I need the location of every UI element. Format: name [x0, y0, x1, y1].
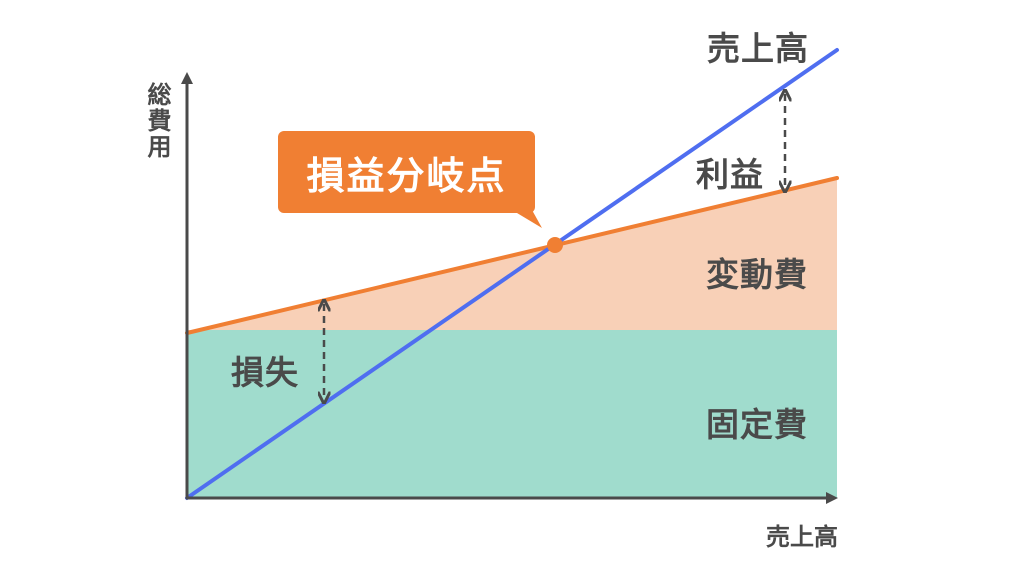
callout-tail — [512, 210, 542, 228]
break-even-point-marker — [547, 237, 563, 253]
total-cost-line — [185, 176, 839, 335]
fixed-cost-area — [187, 330, 837, 498]
variable-cost-label: 変動費 — [706, 255, 808, 294]
break-even-label: 損益分岐点 — [306, 153, 507, 198]
x-axis-label: 売上高 — [766, 523, 838, 551]
break-even-callout: 損益分岐点 — [278, 131, 535, 213]
sales-line — [185, 48, 839, 500]
fixed-cost-label: 固定費 — [706, 405, 808, 444]
profit-label: 利益 — [696, 155, 764, 194]
y-axis-label: 総費用 — [143, 82, 171, 160]
sales-line-label: 売上高 — [707, 29, 809, 68]
loss-label: 損失 — [231, 353, 299, 392]
